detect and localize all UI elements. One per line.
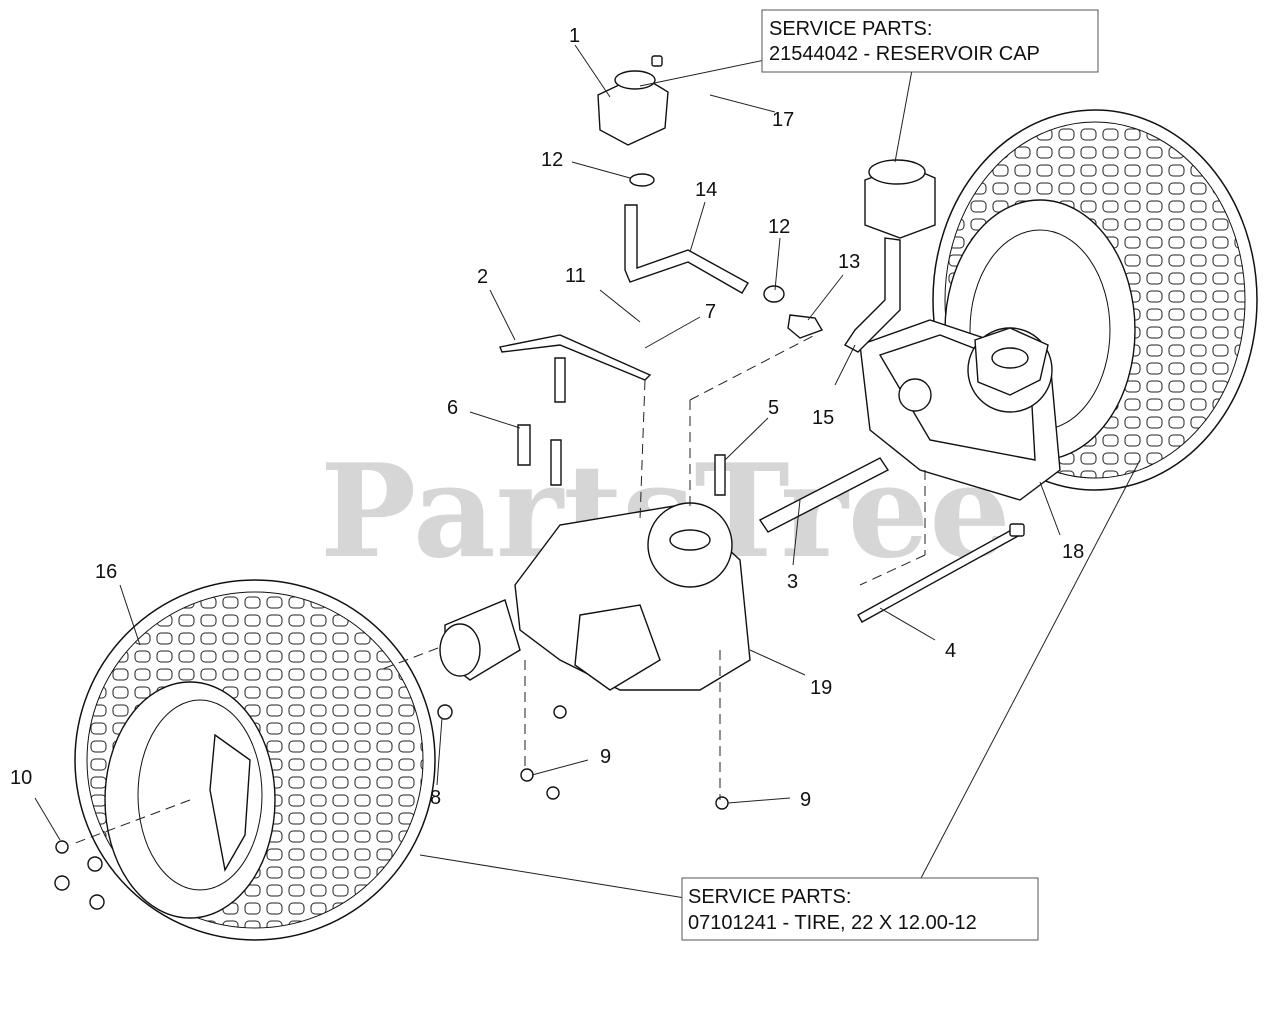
callout-19: 19 bbox=[810, 677, 832, 699]
callout-9a: 9 bbox=[600, 746, 611, 768]
callout-14: 14 bbox=[695, 179, 717, 201]
bracket-rod bbox=[499, 334, 652, 381]
callout-3: 3 bbox=[787, 571, 798, 593]
bolts bbox=[517, 357, 1025, 623]
callout-1: 1 bbox=[569, 25, 580, 47]
service-box-heading: SERVICE PARTS: bbox=[688, 886, 851, 908]
service-box-tire: SERVICE PARTS: 07101241 - TIRE, 22 X 12.… bbox=[681, 877, 1039, 941]
callout-15: 15 bbox=[812, 407, 834, 429]
left-transmission bbox=[439, 502, 751, 691]
callout-12a: 12 bbox=[541, 149, 563, 171]
nuts bbox=[54, 704, 729, 910]
callout-9b: 9 bbox=[800, 789, 811, 811]
hose bbox=[624, 204, 749, 294]
service-box-heading: SERVICE PARTS: bbox=[769, 18, 932, 40]
callout-4: 4 bbox=[945, 640, 956, 662]
callout-7: 7 bbox=[705, 301, 716, 323]
service-box-line: 21544042 - RESERVOIR CAP bbox=[769, 43, 1040, 65]
service-box-reservoir-cap: SERVICE PARTS: 21544042 - RESERVOIR CAP bbox=[761, 9, 1099, 73]
callout-5: 5 bbox=[768, 397, 779, 419]
leader-lines bbox=[34, 44, 1141, 899]
callout-13: 13 bbox=[838, 251, 860, 273]
right-transmission bbox=[859, 319, 1061, 501]
fitting bbox=[787, 314, 824, 339]
callout-8: 8 bbox=[430, 787, 441, 809]
assembly-lines bbox=[69, 334, 926, 846]
callout-11: 11 bbox=[565, 265, 586, 287]
callouts: 1 2 3 4 5 6 7 8 9 9 10 11 12 12 13 14 15… bbox=[10, 25, 1084, 811]
callout-2: 2 bbox=[477, 266, 488, 288]
left-tire bbox=[74, 579, 436, 941]
right-reservoir bbox=[843, 159, 936, 353]
top-reservoir bbox=[597, 55, 669, 146]
callout-12b: 12 bbox=[768, 216, 790, 238]
callout-16: 16 bbox=[95, 561, 117, 583]
service-box-line: 07101241 - TIRE, 22 X 12.00-12 bbox=[688, 912, 977, 934]
callout-10: 10 bbox=[10, 767, 32, 789]
callout-17: 17 bbox=[772, 109, 794, 131]
callout-6: 6 bbox=[447, 397, 458, 419]
clamp bbox=[629, 173, 785, 303]
callout-18: 18 bbox=[1062, 541, 1084, 563]
tube bbox=[758, 457, 890, 533]
